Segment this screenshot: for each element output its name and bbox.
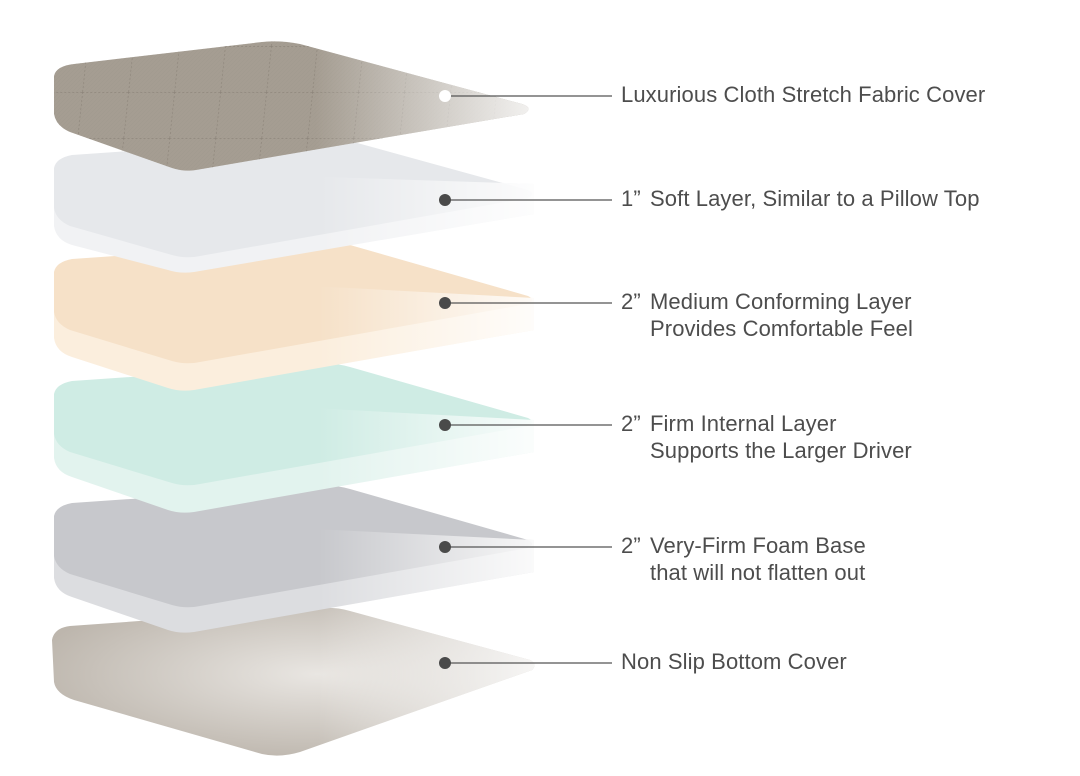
label-bottom-cover: Non Slip Bottom Cover: [621, 648, 847, 675]
label-medium-layer: 2” Medium Conforming Layer Provides Comfo…: [621, 288, 913, 342]
label-soft-layer-text: Soft Layer, Similar to a Pillow Top: [650, 186, 980, 211]
layer-soft: [54, 137, 534, 273]
leader-dot-firm: [439, 419, 451, 431]
leader-dot-medium: [439, 297, 451, 309]
layer-medium-conforming: [54, 241, 534, 391]
label-fabric-cover: Luxurious Cloth Stretch Fabric Cover: [621, 81, 985, 108]
layer-firm-internal: [54, 363, 534, 513]
leader-dot-soft: [439, 194, 451, 206]
leader-dot-base: [439, 541, 451, 553]
label-soft-layer-thickness: 1”: [621, 186, 641, 211]
layer-foam-base: [54, 485, 534, 633]
layer-bottom-cover: [52, 607, 535, 756]
leader-lines: [439, 90, 612, 669]
label-foam-base-thickness: 2”: [621, 533, 641, 558]
layer-fabric-cover: [54, 41, 529, 171]
label-firm-layer-subtext: Supports the Larger Driver: [650, 438, 912, 463]
label-firm-layer-thickness: 2”: [621, 411, 641, 436]
label-medium-layer-thickness: 2”: [621, 289, 641, 314]
label-bottom-cover-text: Non Slip Bottom Cover: [621, 649, 847, 674]
label-soft-layer: 1” Soft Layer, Similar to a Pillow Top: [621, 185, 980, 212]
label-medium-layer-subtext: Provides Comfortable Feel: [650, 316, 913, 341]
label-foam-base-subtext: that will not flatten out: [650, 560, 866, 585]
label-firm-layer-text: Firm Internal Layer: [650, 411, 837, 436]
label-medium-layer-text: Medium Conforming Layer: [650, 289, 912, 314]
label-foam-base: 2” Very-Firm Foam Base that will not flat…: [621, 532, 866, 586]
label-fabric-cover-text: Luxurious Cloth Stretch Fabric Cover: [621, 82, 986, 107]
label-firm-layer: 2” Firm Internal Layer Supports the Large…: [621, 410, 912, 464]
leader-dot-cover: [439, 90, 451, 102]
leader-dot-bottom: [439, 657, 451, 669]
label-foam-base-text: Very-Firm Foam Base: [650, 533, 866, 558]
